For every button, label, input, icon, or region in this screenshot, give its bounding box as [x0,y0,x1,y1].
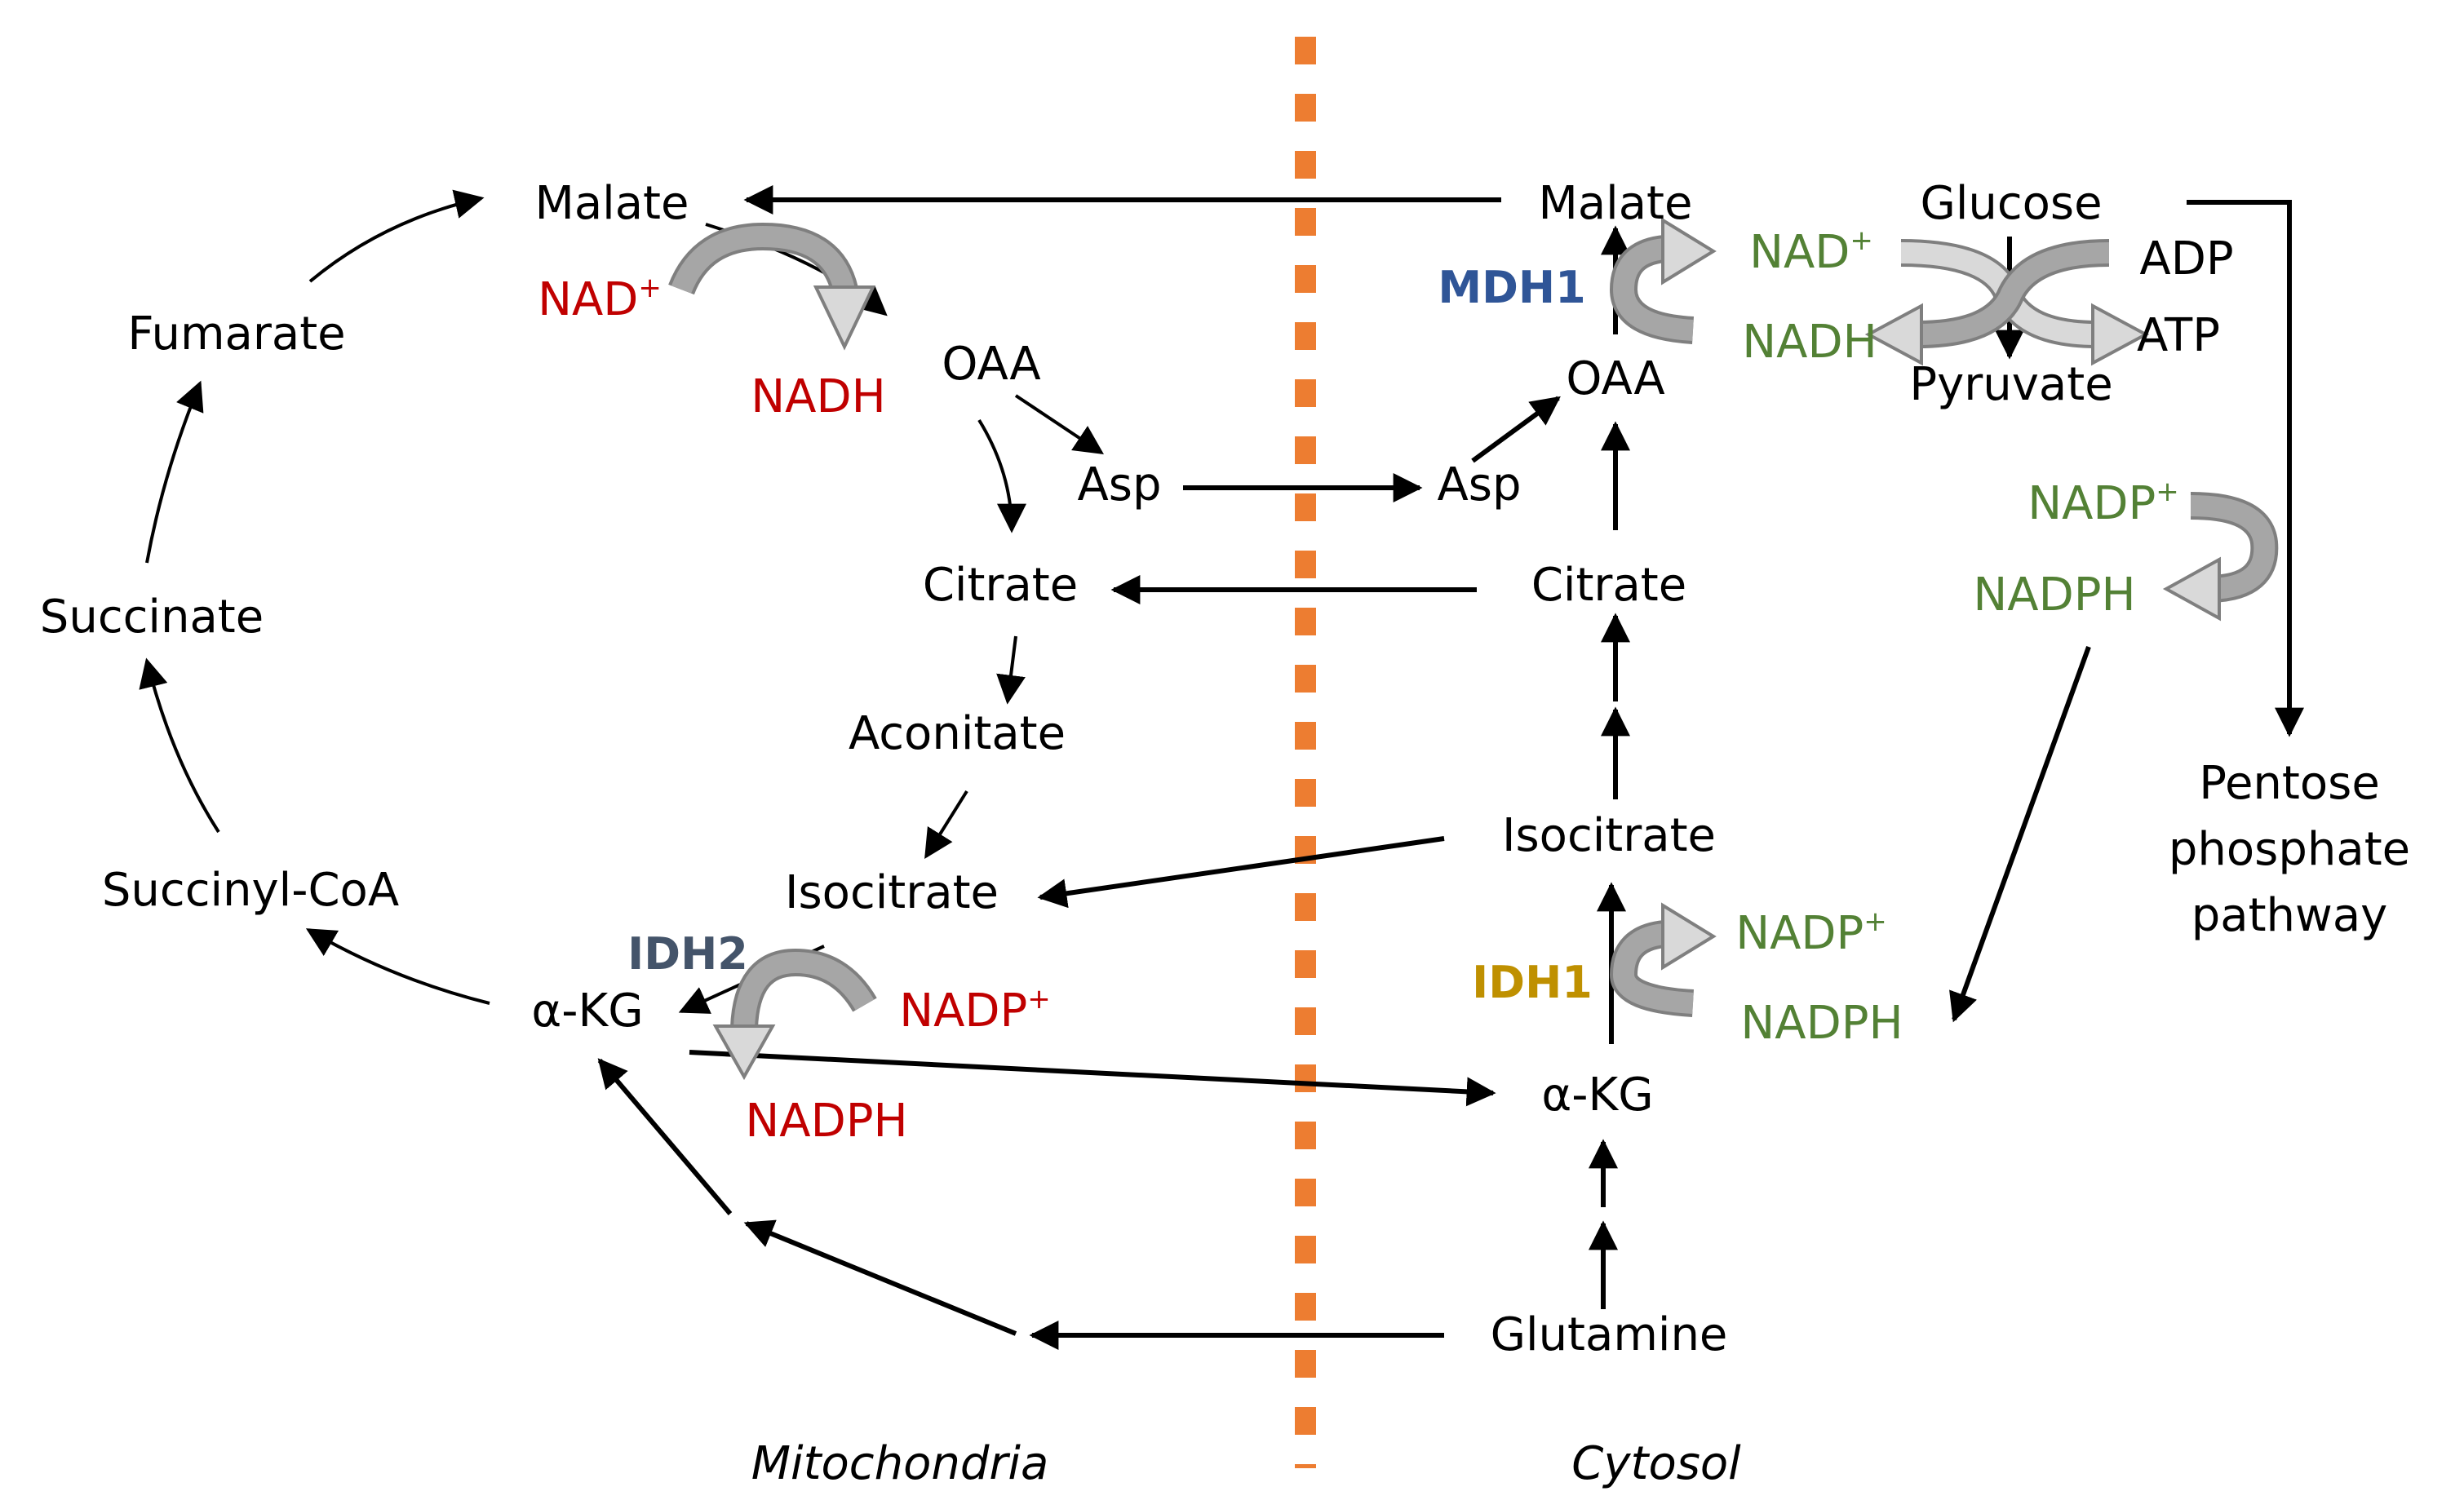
arrow-glucose-to-ppp [2187,200,2304,737]
arrow-mito-akg-to-cyto-akg [689,1050,1496,1107]
mito-oaa-label: OAA [942,338,1041,391]
arrow-cyto-asp-to-oaa [1471,396,1561,463]
mito-isocitrate-label: Isocitrate [784,866,999,919]
arrow-succinylcoa-to-succinate [139,657,220,834]
ppp-line-2: phosphate [2168,823,2411,877]
ppp-line-3: pathway [2191,889,2388,943]
cyto-asp-label: Asp [1437,458,1522,511]
mito-succinyl-coa-label: Succinyl-CoA [101,864,400,917]
cyto-glucose-label: Glucose [1920,177,2103,230]
mito-succinate-label: Succinate [39,591,264,644]
cyto-idh1-nadph-label: NADPH [1740,997,1903,1050]
arrow-akg-to-succinylcoa [305,928,490,1005]
glycolysis-atp-arrows [1864,239,2150,366]
cyto-glutamine-label: Glutamine [1490,1308,1728,1361]
mitochondria-compartment-label: Mitochondria [751,1437,1049,1490]
idh2-enzyme-label: IDH2 [627,928,748,980]
arrow-nadph-to-idh1 [1949,645,2091,1023]
idh1-enzyme-label: IDH1 [1472,957,1593,1008]
mito-nad-label: NAD+ [538,272,662,326]
cyto-pyruvate-label: Pyruvate [1909,358,2113,411]
cyto-isocitrate-label: Isocitrate [1501,809,1717,862]
mito-akg-label: α-KG [531,985,644,1038]
cyto-ppp-nadp-label: NADP+ [2027,476,2179,530]
mito-citrate-label: Citrate [922,559,1079,612]
cyto-akg-label: α-KG [1541,1069,1654,1122]
cyto-mdh1-nad-label: NAD+ [1749,224,1873,279]
cyto-citrate-label: Citrate [1531,559,1687,612]
cyto-malate-label: Malate [1538,177,1693,230]
arrow-fumarate-to-malate [308,189,485,283]
cyto-ppp-curved-arrow [2162,492,2279,622]
pentose-phosphate-pathway-label: Pentose phosphate pathway [2169,750,2410,949]
arrow-oaa-to-citrate [977,418,1026,533]
cyto-mdh1-curved-arrow [1609,217,1717,344]
arrow-glutamine-mito-to-akg [597,1058,733,1215]
mito-nadh-label: NADH [751,370,886,423]
arrow-succinate-to-fumarate [145,380,204,564]
mito-nadp-label: NADP+ [899,983,1051,1038]
arrow-glutamine-mito-mid [743,1219,1017,1336]
ppp-line-1: Pentose [2199,757,2380,811]
cyto-ppp-nadph-label: NADPH [1973,569,2136,622]
arrow-aconitate-to-isocitrate [924,790,968,860]
mito-fumarate-label: Fumarate [127,308,346,361]
cyto-adp-label: ADP [2139,232,2234,285]
cyto-atp-label: ATP [2137,309,2220,362]
mito-nadp-curved-arrow [712,948,877,1081]
arrow-oaa-to-asp [1014,394,1104,454]
cyto-mdh1-nadh-label: NADH [1742,316,1877,369]
cyto-idh1-nadp-label: NADP+ [1735,905,1887,960]
arrow-cyto-isocitrate-to-mito-isocitrate [1037,836,1445,909]
mito-aconitate-label: Aconitate [848,707,1066,760]
mito-asp-label: Asp [1077,458,1162,511]
cyto-idh1-curved-arrow [1609,902,1717,1017]
cyto-oaa-label: OAA [1566,352,1665,405]
mdh1-enzyme-label: MDH1 [1438,262,1586,313]
mito-nadph-label: NADPH [745,1095,908,1148]
mito-nad-curved-arrow [668,222,876,351]
cytosol-compartment-label: Cytosol [1571,1437,1741,1490]
arrow-citrate-to-aconitate [996,635,1026,705]
mito-malate-label: Malate [534,177,689,230]
